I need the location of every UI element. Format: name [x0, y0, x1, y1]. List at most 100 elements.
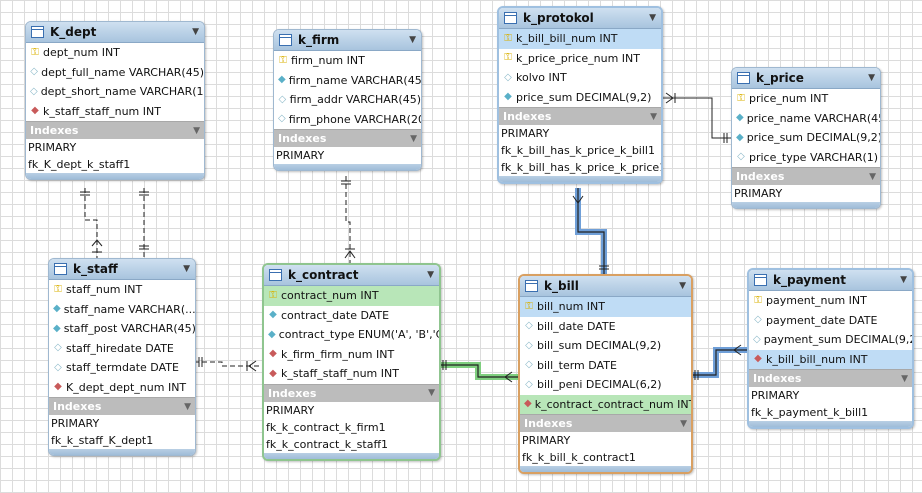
collapse-arrow-icon[interactable]: ▼ [900, 275, 907, 285]
index-row[interactable]: fk_k_contract_k_staff1 [266, 437, 389, 451]
column-row[interactable]: ◇dept_short_name VARCHAR(10) [26, 82, 204, 102]
table-header[interactable]: k_payment▼ [749, 270, 912, 291]
table-k-dept[interactable]: K_dept▼⚿dept_num INT◇dept_full_name VARC… [25, 21, 205, 180]
column-row[interactable]: ◆staff_post VARCHAR(45) [49, 319, 195, 339]
column-row[interactable]: ◇payment_date DATE [749, 311, 912, 331]
column-row[interactable]: ⚿dept_num INT [26, 43, 204, 63]
column-row[interactable]: ◆k_staff_staff_num INT [26, 102, 204, 122]
column-row[interactable]: ◇staff_hiredate DATE [49, 339, 195, 359]
table-k-contract[interactable]: k_contract▼⚿contract_num INT◆contract_da… [262, 263, 441, 461]
relationship-dept-staff[interactable] [80, 188, 149, 258]
column-row[interactable]: ◆k_bill_bill_num INT [749, 349, 912, 369]
relationship-staff-contract[interactable] [194, 357, 263, 372]
index-row[interactable]: PRIMARY [266, 403, 315, 417]
column-row[interactable]: ◇staff_termdate DATE [49, 358, 195, 378]
collapse-arrow-icon[interactable]: ▼ [192, 27, 199, 37]
column-row[interactable]: ◆price_sum DECIMAL(9,2) [499, 88, 661, 108]
table-header[interactable]: k_firm▼ [274, 30, 421, 51]
indexes-section-header[interactable]: Indexes▼ [264, 383, 439, 402]
table-header[interactable]: k_price▼ [732, 68, 880, 89]
collapse-arrow-icon[interactable]: ▼ [183, 264, 190, 274]
collapse-arrow-icon[interactable]: ▼ [901, 373, 908, 384]
table-k-staff[interactable]: k_staff▼⚿staff_num INT◆staff_name VARCHA… [48, 258, 196, 456]
index-row[interactable]: PRIMARY [501, 127, 550, 140]
index-row[interactable]: PRIMARY [51, 417, 100, 430]
indexes-section-header[interactable]: Indexes▼ [499, 107, 661, 125]
column-row[interactable]: ◇payment_sum DECIMAL(9,2) [749, 330, 912, 350]
column-row[interactable]: ◆K_dept_dept_num INT [49, 378, 195, 398]
column-row[interactable]: ◆contract_type ENUM('A', 'B','C') [264, 325, 439, 345]
index-row[interactable]: fk_k_contract_k_firm1 [266, 420, 386, 434]
column-row[interactable]: ◆contract_date DATE [264, 306, 439, 326]
column-row[interactable]: ◆k_contract_contract_num INT [520, 394, 691, 414]
collapse-arrow-icon[interactable]: ▼ [410, 133, 417, 144]
indexes-section-header[interactable]: Indexes▼ [49, 397, 195, 415]
column-row[interactable]: ◇firm_addr VARCHAR(45) [274, 90, 421, 110]
table-k-payment[interactable]: k_payment▼⚿payment_num INT◇payment_date … [747, 268, 914, 429]
column-row[interactable]: ◇firm_phone VARCHAR(20) [274, 110, 421, 130]
column-row[interactable]: ◇dept_full_name VARCHAR(45) [26, 63, 204, 83]
index-row[interactable]: fk_k_bill_has_k_price_k_bill1 [501, 144, 655, 157]
index-row[interactable]: PRIMARY [276, 149, 325, 162]
column-row[interactable]: ⚿firm_num INT [274, 51, 421, 71]
relationship-bill-protokol[interactable] [572, 188, 609, 274]
column-row[interactable]: ◆firm_name VARCHAR(45) [274, 71, 421, 91]
column-row[interactable]: ⚿payment_num INT [749, 291, 912, 311]
indexes-section-header[interactable]: Indexes▼ [732, 167, 880, 185]
column-row[interactable]: ⚿k_bill_bill_num INT [499, 29, 661, 49]
relationship-firm-contract[interactable] [341, 176, 356, 263]
index-row[interactable]: PRIMARY [751, 389, 800, 402]
table-header[interactable]: k_staff▼ [49, 259, 195, 280]
table-header[interactable]: K_dept▼ [26, 22, 204, 43]
index-row[interactable]: fk_k_payment_k_bill1 [751, 406, 869, 419]
column-row[interactable]: ◇bill_term DATE [520, 356, 691, 376]
column-row[interactable]: ◆price_name VARCHAR(45) [732, 109, 880, 129]
column-row[interactable]: ⚿k_price_price_num INT [499, 49, 661, 69]
relationship-bill-payment[interactable] [690, 344, 748, 380]
collapse-arrow-icon[interactable]: ▼ [680, 418, 687, 429]
column-row[interactable]: ◇bill_sum DECIMAL(9,2) [520, 336, 691, 356]
collapse-arrow-icon[interactable]: ▼ [409, 35, 416, 45]
index-row[interactable]: fk_k_staff_K_dept1 [51, 434, 154, 447]
column-row[interactable]: ◆k_staff_staff_num INT [264, 364, 439, 384]
relationship-contract-bill[interactable] [438, 360, 519, 383]
column-row[interactable]: ◇bill_peni DECIMAL(6,2) [520, 375, 691, 395]
index-row[interactable]: PRIMARY [734, 187, 783, 200]
collapse-arrow-icon[interactable]: ▼ [649, 13, 656, 23]
index-row[interactable]: PRIMARY [28, 141, 77, 154]
column-row[interactable]: ◇price_type VARCHAR(1) [732, 148, 880, 168]
column-row[interactable]: ◇bill_date DATE [520, 317, 691, 337]
table-k-firm[interactable]: k_firm▼⚿firm_num INT◆firm_name VARCHAR(4… [273, 29, 422, 171]
column-row[interactable]: ⚿bill_num INT [520, 297, 691, 317]
column-row[interactable]: ◇kolvo INT [499, 68, 661, 88]
column-row[interactable]: ⚿contract_num INT [264, 286, 439, 306]
table-k-protokol[interactable]: k_protokol▼⚿k_bill_bill_num INT⚿k_price_… [497, 6, 663, 184]
column-row[interactable]: ◆price_sum DECIMAL(9,2) [732, 128, 880, 148]
indexes-section-header[interactable]: Indexes▼ [749, 369, 912, 387]
indexes-section-header[interactable]: Indexes▼ [274, 129, 421, 147]
collapse-arrow-icon[interactable]: ▼ [428, 388, 435, 398]
collapse-arrow-icon[interactable]: ▼ [184, 401, 191, 412]
index-row[interactable]: fk_k_bill_has_k_price_k_price1 [501, 161, 663, 174]
table-k-price[interactable]: k_price▼⚿price_num INT◆price_name VARCHA… [731, 67, 881, 209]
index-row[interactable]: fk_k_bill_k_contract1 [522, 451, 636, 464]
collapse-arrow-icon[interactable]: ▼ [427, 270, 434, 280]
table-k-bill[interactable]: k_bill▼⚿bill_num INT◇bill_date DATE◇bill… [518, 274, 693, 474]
table-header[interactable]: k_protokol▼ [499, 8, 661, 29]
collapse-arrow-icon[interactable]: ▼ [193, 125, 200, 136]
column-row[interactable]: ⚿price_num INT [732, 89, 880, 109]
indexes-section-header[interactable]: Indexes▼ [520, 414, 691, 432]
collapse-arrow-icon[interactable]: ▼ [868, 73, 875, 83]
table-header[interactable]: k_bill▼ [520, 276, 691, 297]
column-row[interactable]: ◆staff_name VARCHAR(... [49, 300, 195, 320]
collapse-arrow-icon[interactable]: ▼ [679, 281, 686, 291]
column-row[interactable]: ◆k_firm_firm_num INT [264, 345, 439, 365]
indexes-section-header[interactable]: Indexes▼ [26, 121, 204, 139]
relationship-price-protokol[interactable] [659, 92, 731, 143]
collapse-arrow-icon[interactable]: ▼ [869, 171, 876, 182]
table-header[interactable]: k_contract▼ [264, 265, 439, 286]
collapse-arrow-icon[interactable]: ▼ [650, 111, 657, 122]
column-row[interactable]: ⚿staff_num INT [49, 280, 195, 300]
index-row[interactable]: fk_K_dept_k_staff1 [28, 158, 131, 171]
index-row[interactable]: PRIMARY [522, 434, 571, 447]
